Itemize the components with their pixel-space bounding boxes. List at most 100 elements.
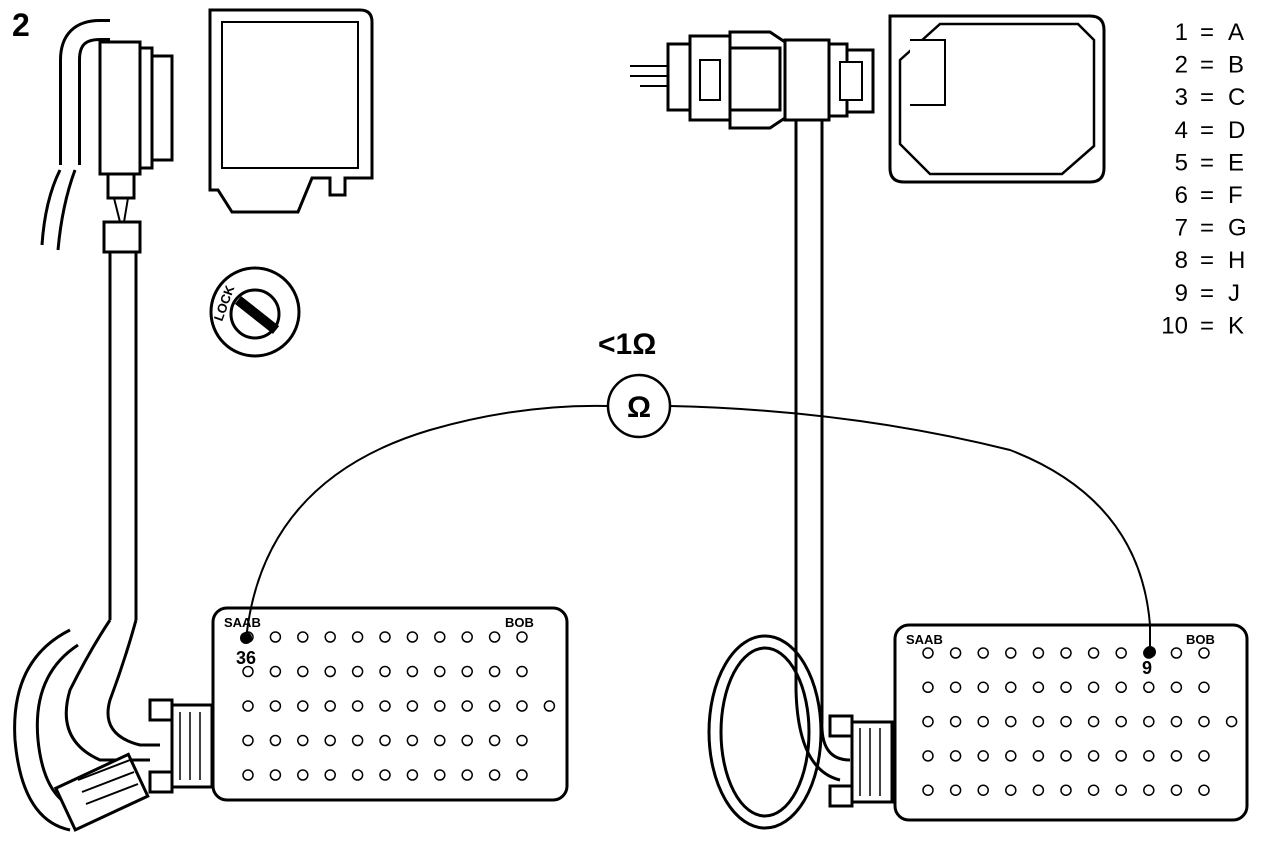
pin-hole	[324, 769, 336, 781]
pin-hole	[269, 665, 282, 678]
pin-hole	[516, 631, 528, 643]
pin-hole	[297, 631, 309, 643]
pin-hole	[269, 631, 282, 643]
pin-hole	[297, 769, 309, 781]
pin-hole	[1225, 715, 1238, 728]
pin-hole	[351, 700, 364, 712]
pin-hole	[1032, 715, 1045, 728]
legend-pin: 8	[1175, 247, 1188, 274]
pin-hole	[379, 700, 391, 712]
pin-hole	[269, 734, 282, 747]
pin-hole	[379, 769, 391, 781]
pin-hole	[1198, 715, 1210, 728]
pin-hole	[1143, 715, 1155, 728]
pin-hole	[922, 784, 934, 796]
pin-hole	[543, 700, 556, 712]
pin-hole	[977, 784, 989, 796]
pin-hole	[949, 647, 962, 659]
pin-hole	[297, 734, 309, 747]
pin-hole	[269, 700, 282, 712]
legend-pin: 10	[1161, 312, 1188, 339]
pin-hole	[1170, 750, 1183, 762]
pin-hole	[1115, 647, 1127, 659]
left-probe-pin-label: 36	[236, 648, 256, 668]
left-box-brand: SAAB	[224, 615, 261, 630]
left-box-model: BOB	[505, 615, 534, 630]
pin-hole	[242, 769, 254, 781]
resistance-reading: <1Ω	[598, 328, 656, 361]
left-bob-box: SAAB BOB 36	[211, 606, 569, 802]
legend-eq: =	[1200, 247, 1214, 274]
pin-hole	[242, 665, 254, 678]
pin-hole	[1198, 647, 1210, 659]
pin-hole	[488, 700, 501, 712]
pin-hole	[324, 700, 336, 712]
right-control-module	[888, 14, 1106, 184]
pin-hole	[922, 750, 934, 762]
pin-hole	[1087, 681, 1100, 694]
pin-hole	[1143, 750, 1155, 762]
legend-letter: A	[1228, 19, 1244, 46]
pin-hole	[1115, 681, 1127, 694]
pin-hole	[516, 769, 528, 781]
pin-hole	[516, 734, 528, 747]
pin-hole	[297, 700, 309, 712]
pin-hole	[1170, 784, 1183, 796]
pin-hole	[1087, 784, 1100, 796]
pin-hole	[461, 734, 473, 747]
legend-letter: H	[1228, 247, 1245, 274]
pin-hole	[324, 734, 336, 747]
pin-hole	[1060, 750, 1072, 762]
pin-hole	[1170, 715, 1183, 728]
pin-hole	[488, 734, 501, 747]
left-probe-point	[240, 632, 252, 644]
pin-hole	[922, 647, 934, 659]
pin-hole	[406, 665, 419, 678]
legend-eq: =	[1200, 215, 1214, 242]
right-probe-pin-label: 9	[1142, 658, 1152, 678]
pin-hole	[949, 784, 962, 796]
legend-letter: F	[1228, 182, 1243, 209]
pin-hole	[461, 665, 473, 678]
pin-hole	[406, 769, 419, 781]
legend-pin: 2	[1175, 52, 1188, 79]
pin-hole	[434, 769, 446, 781]
pin-hole	[434, 665, 446, 678]
right-hole-grid	[922, 647, 1238, 796]
pin-hole	[922, 715, 934, 728]
pin-hole	[1115, 715, 1127, 728]
pin-hole	[1198, 750, 1210, 762]
left-bob-plug	[148, 698, 214, 794]
legend-eq: =	[1200, 19, 1214, 46]
legend-eq: =	[1200, 182, 1214, 209]
pin-hole	[1060, 647, 1072, 659]
right-box-model: BOB	[1186, 632, 1215, 647]
legend-letter: K	[1228, 312, 1244, 339]
pin-hole	[949, 681, 962, 694]
pin-hole	[949, 715, 962, 728]
pin-hole	[242, 734, 254, 747]
pin-hole	[1143, 784, 1155, 796]
pin-hole	[922, 681, 934, 694]
pin-hole	[242, 700, 254, 712]
pin-hole	[1060, 715, 1072, 728]
legend-pin: 1	[1175, 19, 1188, 46]
left-harness-loop	[13, 619, 160, 832]
legend-pin: 4	[1175, 117, 1188, 144]
pin-hole	[977, 750, 989, 762]
pin-hole	[1060, 681, 1072, 694]
pin-hole	[1170, 681, 1183, 694]
pin-hole	[379, 665, 391, 678]
right-bob-box: SAAB BOB 9	[893, 623, 1249, 822]
pin-hole	[1143, 681, 1155, 694]
pin-hole	[324, 665, 336, 678]
legend-eq: =	[1200, 84, 1214, 111]
pin-letter-legend: 1=A2=B3=C4=D5=E6=F7=G8=H9=J10=K	[1161, 19, 1246, 339]
left-cable	[102, 197, 142, 620]
pin-hole	[1198, 784, 1210, 796]
pin-hole	[1005, 750, 1017, 762]
pin-hole	[1115, 750, 1127, 762]
ignition-lock: LOCK	[209, 266, 301, 358]
pin-hole	[269, 769, 282, 781]
pin-hole	[351, 734, 364, 747]
